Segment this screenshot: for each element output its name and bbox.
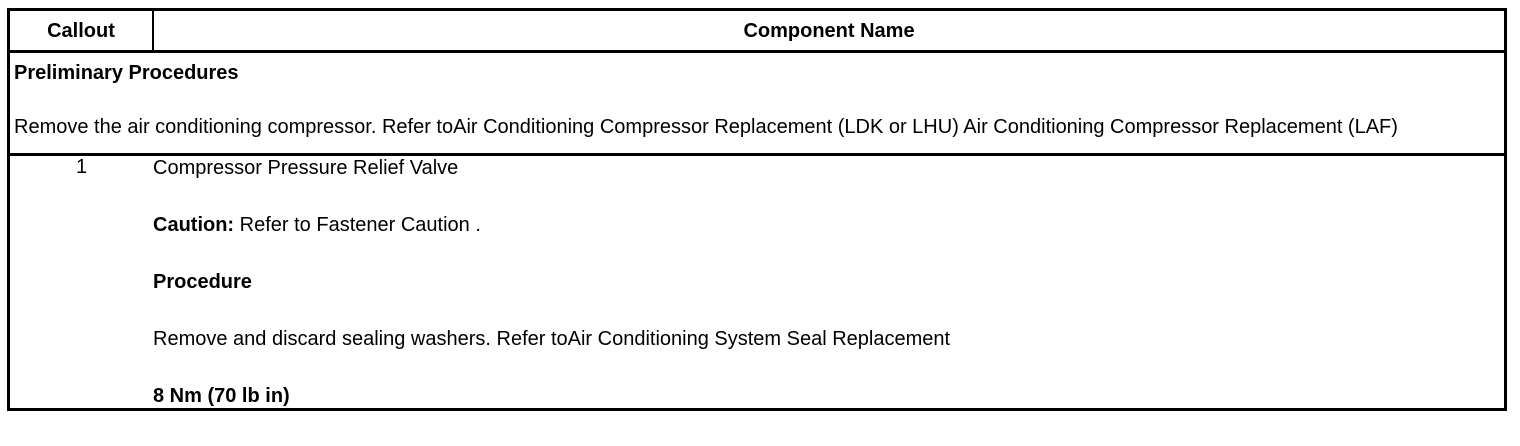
component-title: Compressor Pressure Relief Valve — [153, 157, 459, 179]
procedure-step: Remove and discard sealing washers. Refe… — [153, 328, 951, 350]
preliminary-procedures-heading: Preliminary Procedures — [14, 62, 239, 84]
preliminary-procedures-body: Remove the air conditioning compressor. … — [14, 116, 1398, 138]
caution-text: Refer to Fastener Caution . — [234, 214, 481, 236]
torque-specification: 8 Nm (70 lb in) — [153, 385, 290, 407]
procedure-heading: Procedure — [153, 271, 252, 293]
caution-label: Caution: — [153, 214, 235, 236]
header-cell-component-name: Component Name — [153, 9, 1506, 53]
component-detail-cell: Compressor Pressure Relief Valve Caution… — [153, 155, 1506, 410]
preliminary-procedures-cell: Preliminary Procedures Remove the air co… — [8, 51, 1506, 156]
table-header-row: Callout Component Name — [8, 9, 1506, 53]
callout-number: 1 — [75, 156, 88, 178]
table-row: 1 Compressor Pressure Relief Valve Cauti… — [9, 155, 1506, 410]
column-header-callout: Callout — [47, 19, 115, 42]
service-procedure-table: Callout Component Name Preliminary Proce… — [7, 8, 1507, 411]
column-header-component-name: Component Name — [743, 19, 915, 42]
header-cell-callout: Callout — [8, 9, 154, 53]
caution-note: Caution: Refer to Fastener Caution . — [153, 213, 1504, 237]
preliminary-procedures-row: Preliminary Procedures Remove the air co… — [8, 51, 1506, 156]
